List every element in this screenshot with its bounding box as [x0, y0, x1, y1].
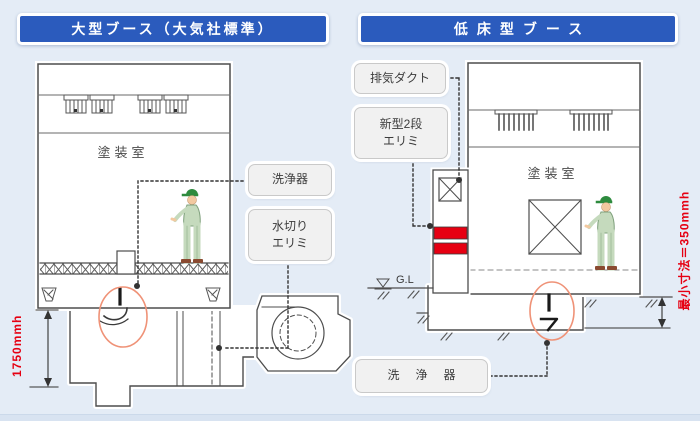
- left-washer-device: [99, 287, 129, 326]
- right-panel-title: 低床型ブース: [453, 21, 592, 37]
- supply-filter-icon: [137, 94, 163, 114]
- right-callout-leaders: [412, 77, 550, 377]
- right-washer-highlight-circle: [529, 281, 575, 341]
- left-panel-header: 大型ブース（大気社標準）: [17, 13, 329, 45]
- left-drain-eliminator-callout: 水切り エリミ: [248, 209, 332, 261]
- new-eliminator-line1: 新型2段: [379, 116, 423, 131]
- supply-filter-icon: [89, 94, 115, 114]
- left-booth-room: 塗装室: [35, 61, 233, 311]
- supply-filter-icon: [163, 94, 189, 114]
- new-eliminator-callout: 新型2段 エリミ: [354, 107, 448, 159]
- right-panel-header: 低床型ブース: [358, 13, 678, 45]
- exhaust-column: [430, 167, 471, 296]
- left-pit-depth-dimension: [29, 309, 59, 388]
- right-min-depth-dimension: [584, 296, 673, 329]
- exhaust-duct-callout: 排気ダクト: [354, 63, 446, 94]
- left-drain-eliminator-line1: 水切り: [271, 218, 308, 233]
- exhaust-duct-callout-text: 排気ダクト: [369, 70, 430, 85]
- right-washer-callout: 洗浄器: [355, 359, 488, 393]
- left-drain-eliminator-line2: エリミ: [271, 236, 308, 250]
- left-washer-highlight-circle: [98, 286, 148, 348]
- right-min-depth-text: 最小寸法＝350mmh: [677, 190, 692, 311]
- bottom-border-band: [0, 414, 700, 421]
- right-washer-device: [539, 293, 559, 332]
- left-booth-diagram: 塗装室: [29, 61, 353, 409]
- right-washer-callout-text: 洗浄器: [387, 368, 472, 383]
- ground-level-label: G.L: [396, 274, 414, 286]
- ground-level-marker: G.L: [367, 274, 434, 300]
- left-room-label: 塗装室: [97, 145, 148, 160]
- exhaust-duct-crossed-box: [438, 177, 462, 202]
- right-booth-diagram: 塗装室: [367, 60, 673, 377]
- right-room-label: 塗装室: [527, 166, 578, 181]
- left-floor-grating: [39, 250, 229, 275]
- left-washer-callout: 洗浄器: [248, 164, 332, 196]
- two-stage-eliminator-bands: [433, 226, 468, 255]
- left-pit-outline: [67, 305, 260, 409]
- left-exhaust-fan: [254, 293, 353, 374]
- workpiece-crossed-box: [528, 199, 582, 255]
- left-washer-callout-text: 洗浄器: [271, 172, 308, 187]
- left-pit-depth-text: 1750mmh: [10, 314, 24, 377]
- left-panel-title: 大型ブース（大気社標準）: [71, 21, 275, 37]
- new-eliminator-line2: エリミ: [382, 134, 419, 148]
- left-callout-leaders: [134, 180, 289, 351]
- supply-filter-icon: [63, 94, 89, 114]
